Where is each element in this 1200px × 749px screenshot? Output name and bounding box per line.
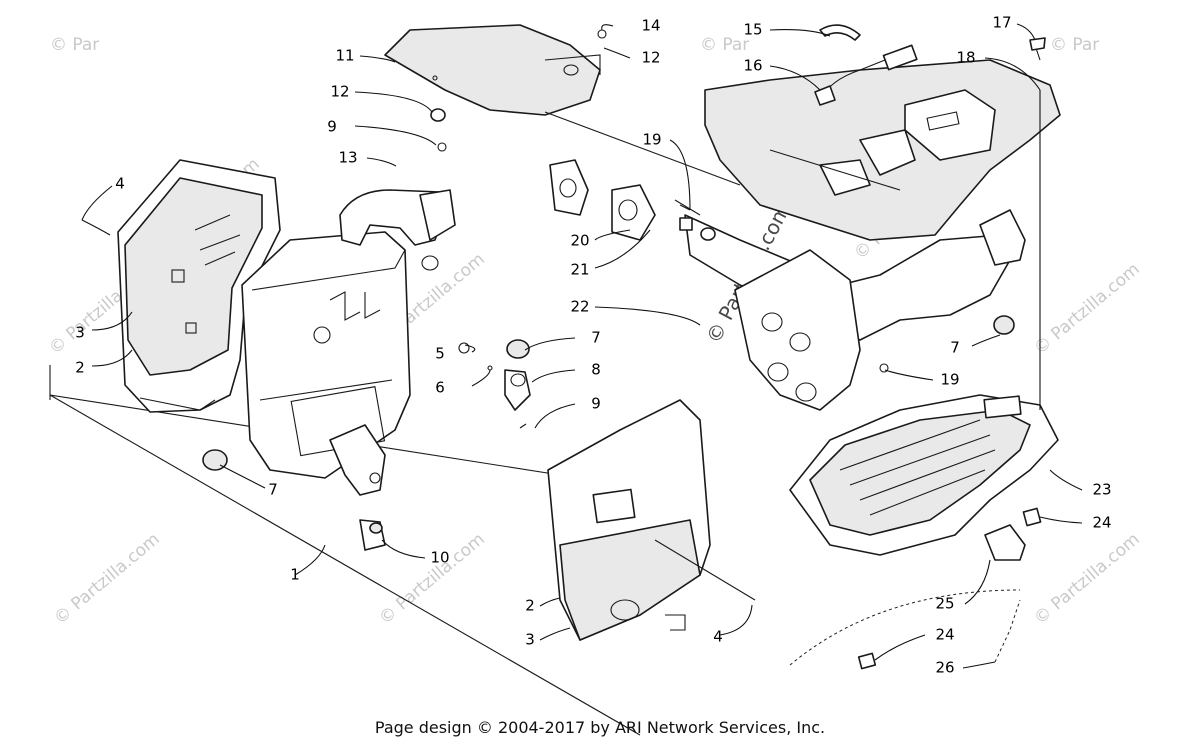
callout-21: 21	[570, 261, 589, 279]
assembly-bracket	[49, 365, 641, 736]
callout-7: 7	[591, 329, 601, 347]
callout-7-right: 7	[950, 339, 960, 357]
heat-shield-left	[117, 159, 281, 413]
exhaust-manifold	[549, 159, 1026, 411]
callout-13: 13	[338, 149, 357, 167]
callout-20: 20	[570, 232, 589, 250]
callout-24-lower: 24	[935, 626, 954, 644]
callout-3: 3	[75, 324, 85, 342]
watermark: © Partzilla.com	[1030, 259, 1143, 359]
callout-4: 4	[115, 175, 125, 193]
callout-14: 14	[641, 17, 660, 35]
callout-17: 17	[992, 14, 1011, 32]
skid-plate	[789, 394, 1059, 670]
callout-10: 10	[430, 549, 449, 567]
footer-copyright: Page design © 2004-2017 by ARI Network S…	[374, 718, 826, 737]
watermark: © Partzilla.com	[1030, 529, 1143, 629]
leader-lines	[81, 23, 1083, 669]
callout-3-front: 3	[525, 631, 535, 649]
callout-8: 8	[591, 361, 601, 379]
callout-18: 18	[956, 49, 975, 67]
upper-heat-shield	[384, 24, 741, 186]
oxygen-sensor	[814, 24, 1046, 106]
callout-9: 9	[591, 395, 601, 413]
callout-7-left: 7	[268, 481, 278, 499]
callout-6: 6	[435, 379, 445, 397]
callout-2-front: 2	[525, 597, 535, 615]
callouts: 4 3 2 1 2 3 4 5 6 7 8 9 7 10 11 12 9 13 …	[75, 14, 1111, 677]
watermark: © Par	[700, 35, 749, 55]
callout-16: 16	[743, 57, 762, 75]
callout-5: 5	[435, 345, 445, 363]
watermark: © Partzilla.com	[375, 529, 488, 629]
callout-26: 26	[935, 659, 954, 677]
heat-shield-front	[547, 399, 756, 641]
callout-19-lower: 19	[940, 371, 959, 389]
callout-12-upper: 12	[641, 49, 660, 67]
callout-12: 12	[330, 83, 349, 101]
muffler	[241, 189, 456, 496]
callout-23: 23	[1092, 481, 1111, 499]
watermark: © Partzilla.com	[50, 529, 163, 629]
callout-24: 24	[1092, 514, 1111, 532]
callout-22: 22	[570, 298, 589, 316]
heat-shield-right	[704, 59, 1061, 241]
callout-15: 15	[743, 21, 762, 39]
callout-2: 2	[75, 359, 85, 377]
watermark: © Par	[1050, 35, 1099, 55]
callout-25: 25	[935, 595, 954, 613]
callout-1: 1	[290, 566, 300, 584]
callout-19: 19	[642, 131, 661, 149]
callout-4-front: 4	[713, 628, 723, 646]
callout-9-upper: 9	[327, 118, 337, 136]
watermark: © Par	[50, 35, 99, 55]
callout-11: 11	[335, 47, 354, 65]
